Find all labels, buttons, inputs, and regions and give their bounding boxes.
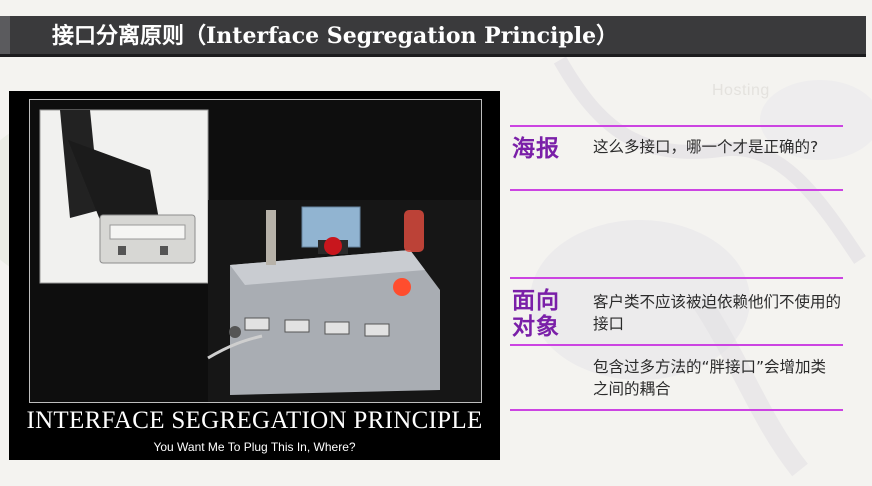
- divider-rule: [510, 344, 843, 346]
- title-accent: [0, 16, 10, 54]
- poster-caption: You Want Me To Plug This In, Where?: [153, 440, 356, 454]
- oop-point-1: 客户类不应该被迫依赖他们不使用的接口: [593, 293, 842, 333]
- poster-heading: INTERFACE SEGREGATION PRINCIPLE: [26, 407, 483, 434]
- usb-plug-and-hub-photo: [30, 100, 481, 402]
- poster-question-text: 这么多接口，哪一个才是正确的?: [593, 138, 819, 156]
- title-bar: [0, 16, 866, 57]
- divider-rule: [510, 125, 843, 127]
- poster: INTERFACE SEGREGATION PRINCIPLE You Want…: [9, 91, 500, 460]
- divider-rule: [510, 189, 843, 191]
- poster-photo-frame: [29, 99, 482, 403]
- background-watermark: Hosting: [712, 82, 770, 99]
- oop-point-2: 包含过多方法的“胖接口”会增加类之间的耦合: [593, 358, 827, 398]
- divider-rule: [510, 409, 843, 411]
- slide-title: 接口分离原则（Interface Segregation Principle）: [52, 23, 619, 49]
- section-label-oop: 面向对象: [512, 288, 560, 340]
- divider-rule: [510, 277, 843, 279]
- section-label-poster: 海报: [512, 136, 560, 162]
